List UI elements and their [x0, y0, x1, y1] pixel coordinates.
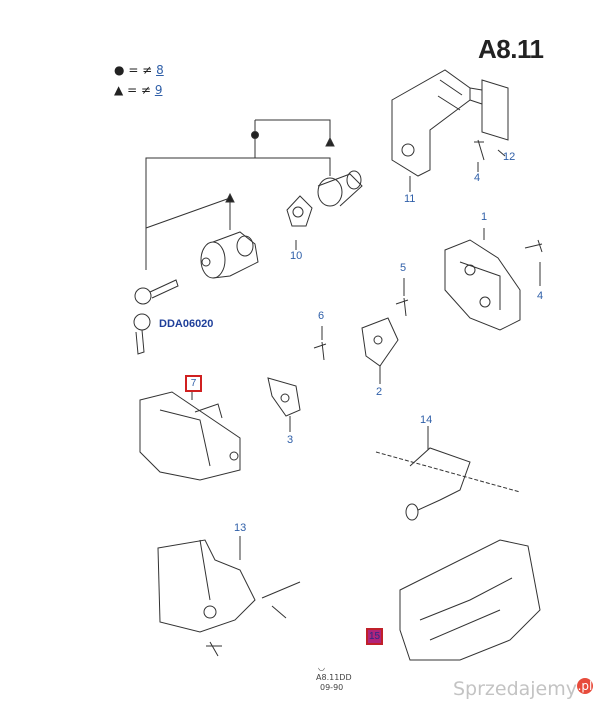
- callout-7-boxed[interactable]: 7: [185, 375, 202, 392]
- dot-marker: [251, 131, 259, 139]
- callout-11[interactable]: 11: [404, 193, 416, 205]
- callout-15-highlighted[interactable]: 15: [366, 628, 383, 645]
- part-code: DDA06020: [159, 318, 214, 330]
- footer-date: 09-90: [320, 683, 344, 692]
- diagram-title: A8.11: [478, 34, 544, 64]
- legend-ref-link[interactable]: 8: [156, 63, 164, 77]
- callout-10[interactable]: 10: [290, 250, 303, 262]
- callout-5[interactable]: 5: [400, 262, 407, 274]
- footer-icon: ◡: [318, 663, 325, 672]
- watermark: Sprzedajemy.pl: [453, 678, 593, 700]
- dot-symbol: ●: [114, 63, 125, 77]
- legend-ref-link[interactable]: 9: [154, 83, 163, 97]
- callout-14[interactable]: 14: [420, 414, 433, 426]
- callout-2[interactable]: 2: [376, 386, 383, 398]
- callout-12[interactable]: 12: [503, 151, 516, 163]
- legend-row-dot: ● = ≠ 8: [114, 63, 164, 77]
- callout-1[interactable]: 1: [481, 211, 488, 223]
- callout-4-top[interactable]: 4: [474, 172, 481, 184]
- triangle-marker: [225, 192, 235, 203]
- watermark-text: Sprzedajemy: [452, 678, 577, 700]
- callout-4-right[interactable]: 4: [537, 290, 544, 302]
- callout-3[interactable]: 3: [287, 434, 294, 446]
- watermark-badge: .pl: [577, 678, 593, 694]
- legend-row-triangle: ▲ = ≠ 9: [114, 83, 162, 97]
- callout-6[interactable]: 6: [318, 310, 325, 322]
- legend-relation: = ≠: [127, 83, 151, 97]
- triangle-symbol: ▲: [114, 83, 124, 97]
- legend-relation: = ≠: [128, 63, 153, 77]
- footer-code: A8.11DD: [316, 673, 352, 682]
- callout-13[interactable]: 13: [234, 522, 247, 534]
